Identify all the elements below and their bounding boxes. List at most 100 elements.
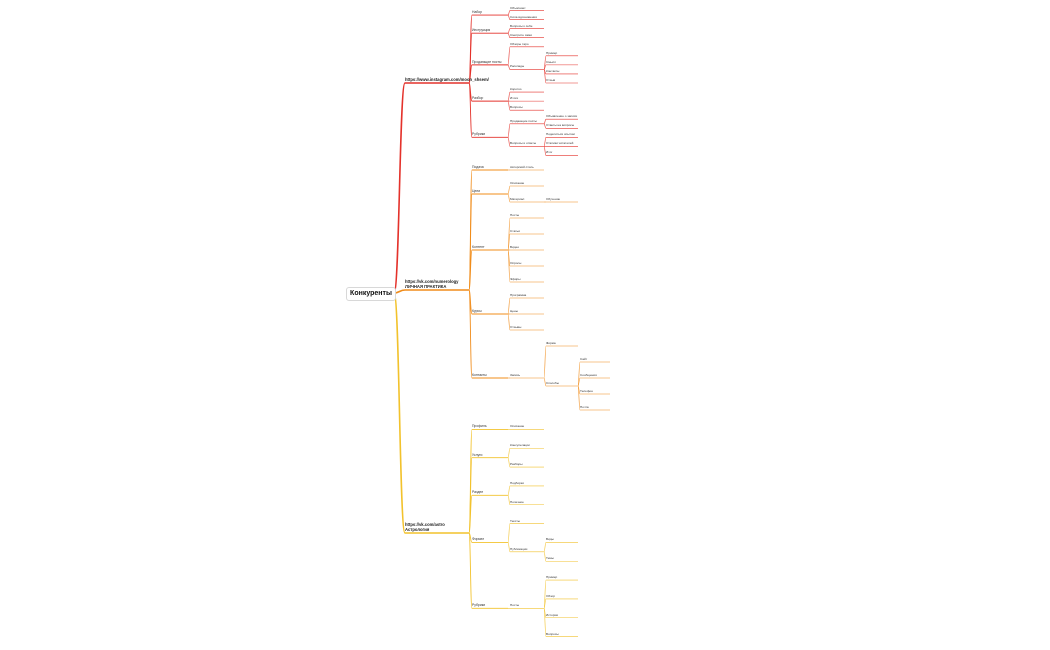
topic-node[interactable]: Тексты [510,518,521,523]
topic-node[interactable]: Контент [472,245,485,249]
topic-node[interactable]: Видео [510,245,520,249]
topic-node[interactable]: Ответы на вопросы [546,123,575,128]
topic-node[interactable]: Почта [580,405,589,409]
mindmap-edge [468,532,473,609]
topic-node[interactable]: Вопросы [510,105,523,110]
topic-node[interactable]: Эфиры [510,277,521,281]
mindmap-edge [543,123,547,129]
topic-node[interactable]: Смотрите сами [510,32,532,37]
topic-node[interactable]: Полезное [510,499,524,504]
topic-node[interactable]: Рубрики [472,132,486,137]
topic-node[interactable]: Сообщения [580,373,597,377]
topic-node[interactable]: Статьи [510,229,521,233]
mindmap-edge [507,14,511,20]
topic-node[interactable]: Итоги [510,96,519,101]
mindmap-edge [507,100,511,111]
topic-node[interactable]: Программа [510,293,527,297]
mindmap-edge [543,69,547,84]
topic-node[interactable]: Отзыв [546,78,556,82]
topic-node[interactable]: Подача [472,165,484,169]
topic-node[interactable]: Цены [510,309,518,313]
topic-node[interactable]: Инструкция [472,28,491,33]
mindmap-edge [507,123,511,138]
branch-node[interactable]: https://vk.com/numerology ЛИЧНАЯ ПРАКТИК… [405,279,459,290]
mindmap-edge [507,249,511,283]
topic-node[interactable]: Опросы [510,261,522,265]
mindmap-edge [468,289,473,379]
topic-node[interactable]: Объявление о записи [546,114,578,119]
mindmap-edge [507,485,511,496]
topic-node[interactable]: Запись [510,373,521,377]
topic-node[interactable]: Описание [510,181,525,185]
mindmap-edge [468,249,473,291]
topic-node[interactable]: Контакты [472,373,487,377]
topic-node[interactable]: Вопросы к себе [510,23,533,28]
mindmap-edge [507,495,511,506]
topic-node[interactable]: Авторский стиль [510,165,534,169]
mindmap-edge [543,146,547,156]
topic-node[interactable]: Набор [472,10,483,15]
mindmap-edge [468,494,473,534]
topic-node[interactable]: Пример [546,575,558,580]
mindmap-edge [507,233,511,251]
mindmap-edge [468,532,473,543]
mindmap-edge [507,185,511,195]
topic-node[interactable]: Сила вдохновения [510,14,537,19]
topic-node[interactable]: Коротко [510,87,522,92]
topic-node[interactable]: Обзор [546,593,555,598]
topic-node[interactable]: Цели [472,189,481,193]
topic-node[interactable]: Разборы [510,462,523,467]
topic-node[interactable]: Раздел [472,490,484,495]
topic-node[interactable]: Отзывы [510,325,522,329]
topic-node[interactable]: Подборки [510,480,524,485]
mindmap-edge [507,297,511,315]
topic-node[interactable]: Темы [546,556,554,561]
topic-node[interactable]: Телефон [580,389,593,393]
topic-node[interactable]: Посты [510,213,520,217]
branch-node[interactable]: https://vk.com/astro Астрология [405,522,445,533]
topic-node[interactable]: Объясняет [510,5,526,10]
topic-node[interactable]: Формат [472,537,485,542]
mindmap-edge [507,64,511,70]
topic-node[interactable]: Посты [510,603,520,608]
topic-node[interactable]: Обзоры таро [510,41,529,46]
topic-node[interactable]: Описание [510,424,525,429]
branch-node[interactable]: https://www.instagram.com/moon_shsem/ [405,77,489,82]
topic-node[interactable]: Способы [546,381,559,385]
topic-node[interactable]: Продающие посты [472,59,502,64]
topic-node[interactable]: Материал [510,197,525,201]
topic-node[interactable]: Обучение [546,197,561,201]
mindmap-edge [543,551,547,562]
topic-node[interactable]: Отклики читателей [546,141,574,146]
topic-node[interactable]: Истории [546,612,559,617]
mindmap-edge [543,608,547,637]
mindmap-edge [543,542,547,553]
mindmap-edge [543,598,547,609]
root-node[interactable]: Конкуренты [346,287,396,301]
topic-node[interactable]: Поделиться опытом [546,132,575,137]
topic-node[interactable]: Смысл [546,59,556,64]
mindmap-edge [468,64,473,84]
topic-node[interactable]: Форма [546,341,556,345]
topic-node[interactable]: Продающие посты [510,118,537,123]
topic-node[interactable]: Пример [546,50,558,55]
topic-node[interactable]: Курсы [472,309,482,313]
topic-node[interactable]: Услуги [472,452,483,457]
topic-node[interactable]: Вопросы и ответы [510,141,537,146]
mindmap-edge [507,46,511,66]
topic-node[interactable]: Консультации [510,443,530,448]
mindmap-edge [507,542,511,553]
topic-node[interactable]: Итог [546,150,553,155]
topic-node[interactable]: Разбор [472,96,484,101]
mindmap-edge [577,385,581,411]
topic-node[interactable]: Рубрики [472,603,486,608]
topic-node[interactable]: Расклады [510,64,525,69]
topic-node[interactable]: Сайт [580,357,588,361]
topic-node[interactable]: Профиль [472,424,487,429]
mindmap-edge [543,345,547,379]
topic-node[interactable]: Контакты [546,68,560,73]
topic-node[interactable]: Публикации [510,546,528,551]
topic-node[interactable]: Вопросы [546,631,559,636]
topic-node[interactable]: Виды [546,537,554,542]
